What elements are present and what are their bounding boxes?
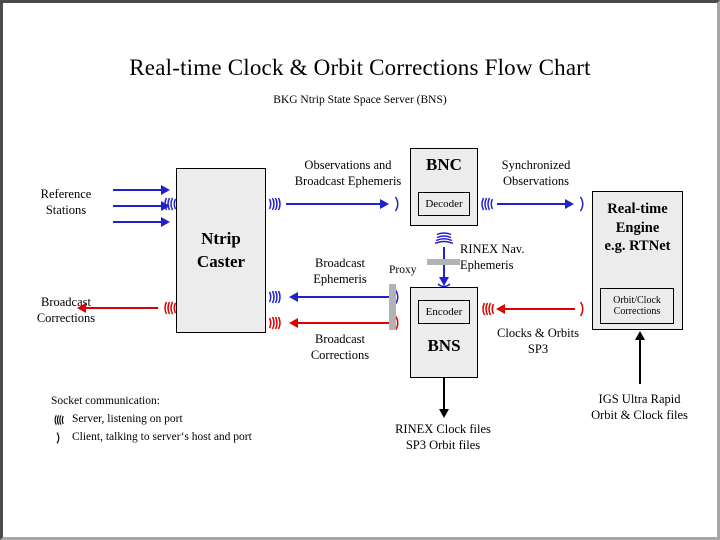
arrow-broadcast-corrections-out [86, 307, 158, 309]
arrow-broadcast-corrections-out-head [77, 303, 86, 313]
node-bnc-title: BNC [426, 155, 462, 174]
legend-heading: Socket communication: [51, 395, 160, 407]
label-reference-stations: Reference Stations [40, 187, 92, 217]
label-rinex-clock-files: RINEX Clock files SP3 Orbit files [395, 422, 491, 452]
node-realtime-engine-title: Real-time Engine e.g. RTNet [604, 201, 671, 255]
label-broadcast-ephemeris: Broadcast Ephemeris [313, 256, 367, 286]
node-bnc-decoder-label: Decoder [425, 197, 463, 210]
arrow-ref-station-3-head [161, 217, 170, 227]
arrow-broadcast-ephemeris-head [289, 292, 298, 302]
label-synchronized-observations: Synchronized Observations [501, 158, 571, 188]
socket-client-icon [394, 195, 402, 213]
arrow-rinex-clock-files [443, 378, 445, 411]
label-clocks-and-orbits: Clocks & Orbits SP3 [497, 326, 579, 356]
socket-client-icon [51, 431, 67, 445]
socket-server-icon [480, 195, 494, 213]
socket-server-icon [268, 314, 282, 332]
socket-client-icon [394, 314, 402, 332]
node-bns-encoder-label: Encoder [425, 305, 463, 318]
arrow-observations-head [380, 199, 389, 209]
orbit-clock-line1: Orbit/Clock [613, 294, 661, 306]
node-orbit-clock-corrections[interactable]: Orbit/Clock Corrections [600, 288, 674, 324]
legend-server-text: Server, listening on port [72, 412, 183, 425]
node-bns-encoder[interactable]: Encoder [418, 300, 470, 324]
socket-server-icon [268, 288, 282, 306]
label-proxy: Proxy [389, 264, 417, 276]
arrow-broadcast-ephemeris [298, 296, 396, 298]
socket-client-icon [579, 195, 587, 213]
arrow-synchronized-observations [497, 203, 566, 205]
orbit-clock-line2: Corrections [613, 306, 661, 317]
label-rinex-nav-ephemeris: RINEX Nav. Ephemeris [460, 242, 525, 272]
node-bns-title: BNS [427, 336, 461, 355]
socket-server-icon [51, 413, 67, 427]
arrow-clocks-and-orbits [505, 308, 575, 310]
arrow-observations [286, 203, 381, 205]
page-title: Real-time Clock & Orbit Corrections Flow… [129, 55, 591, 80]
arrow-clocks-and-orbits-head [496, 304, 505, 314]
node-bnc-decoder[interactable]: Decoder [418, 192, 470, 216]
label-broadcast-corrections-left: Broadcast Corrections [36, 295, 96, 325]
socket-client-icon [394, 288, 402, 306]
page-subtitle: BKG Ntrip State Space Server (BNS) [273, 94, 447, 106]
arrow-ref-station-1-head [161, 185, 170, 195]
legend-row-server: Server, listening on port [51, 411, 252, 429]
proxy-bar-vertical [427, 259, 460, 265]
node-ntrip-caster-label: Ntrip Caster [196, 229, 246, 271]
socket-server-icon [481, 300, 495, 318]
socket-server-icon [163, 195, 177, 213]
arrow-rinex-nav-ephemeris-head [439, 277, 449, 286]
legend: Socket communication: Server, listening … [51, 393, 252, 446]
socket-client-icon [436, 283, 452, 291]
socket-server-icon [433, 231, 455, 247]
arrow-rinex-clock-files-head [439, 409, 449, 418]
socket-server-icon [163, 299, 177, 317]
socket-client-icon [579, 300, 587, 318]
label-igs-ultra-rapid: IGS Ultra Rapid Orbit & Clock files [591, 392, 688, 422]
arrow-ref-station-1 [113, 189, 162, 191]
arrow-broadcast-corrections-mid [298, 322, 396, 324]
node-ntrip-caster[interactable]: Ntrip Caster [176, 168, 266, 333]
arrow-ref-station-3 [113, 221, 162, 223]
legend-client-text: Client, talking to server‘s host and por… [72, 430, 252, 443]
label-observations-and-broadcast-ephemeris: Observations and Broadcast Ephemeris [294, 158, 402, 188]
socket-server-icon [268, 195, 282, 213]
proxy-bar-bns [389, 284, 396, 330]
arrow-igs-ultra-rapid-head [635, 331, 645, 340]
arrow-broadcast-corrections-mid-head [289, 318, 298, 328]
arrow-ref-station-2 [113, 205, 162, 207]
legend-row-client: Client, talking to server‘s host and por… [51, 429, 252, 447]
label-broadcast-corrections-mid: Broadcast Corrections [310, 332, 370, 362]
arrow-igs-ultra-rapid [639, 340, 641, 384]
arrow-synchronized-observations-head [565, 199, 574, 209]
